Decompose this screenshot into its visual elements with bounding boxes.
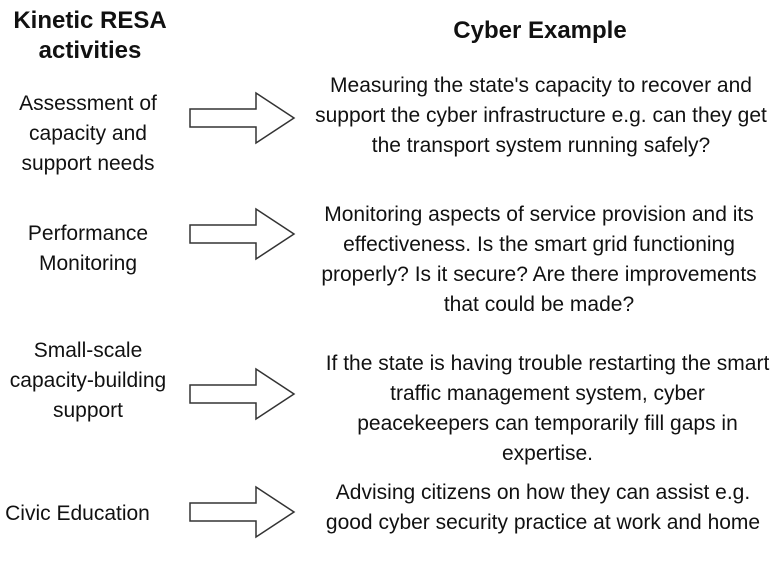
- right-arrow-icon: [188, 90, 298, 146]
- activity-label: Civic Education: [5, 502, 150, 525]
- right-arrow-icon: [188, 484, 298, 540]
- activity-label: Assessment of capacity and support needs: [19, 92, 157, 175]
- left-column-title: Kinetic RESA activities: [13, 7, 167, 64]
- example-text: Monitoring aspects of service provision …: [321, 203, 757, 316]
- right-column-title: Cyber Example: [453, 17, 627, 44]
- right-arrow-icon: [188, 206, 298, 262]
- right-arrow-icon: [188, 366, 298, 422]
- example-text: Advising citizens on how they can assist…: [325, 481, 761, 534]
- activity-label: Performance Monitoring: [27, 222, 149, 275]
- example-text: Measuring the state's capacity to recove…: [315, 74, 767, 157]
- example-text: If the state is having trouble restartin…: [325, 352, 770, 465]
- activity-label: Small-scale capacity-building support: [9, 339, 167, 422]
